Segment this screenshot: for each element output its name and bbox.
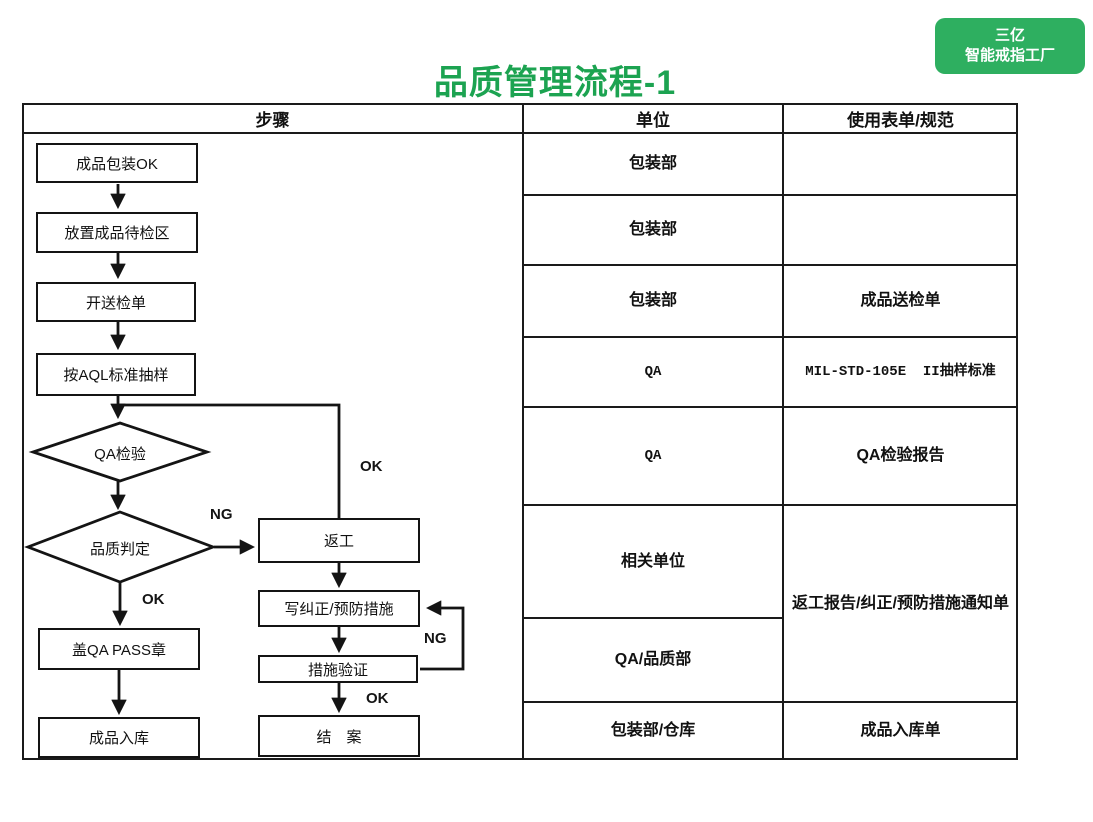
edge-label-ok-to-close: OK [366, 690, 389, 707]
column-header-forms: 使用表单/规范 [847, 110, 954, 130]
unit-cell-row3: 包装部 [628, 292, 677, 309]
gridline-col1 [522, 103, 524, 760]
column-header-steps: 步骤 [255, 110, 290, 130]
edge-label-ng-loop: NG [424, 630, 447, 647]
flow-box-aql-sampling: 按AQL标准抽样 [36, 353, 196, 396]
flow-diamond-quality-judgement-label: 品质判定 [89, 541, 150, 558]
flow-box-close-case: 结 案 [258, 715, 420, 757]
unit-cell-row1: 包装部 [628, 155, 677, 172]
form-cell-row4: MIL-STD-105E II抽样标准 [805, 363, 996, 380]
gridline-row1 [523, 194, 1018, 196]
flow-diamond-qa-inspection-label: QA检验 [94, 446, 146, 463]
flow-box-verify-actions: 措施验证 [258, 655, 418, 683]
flow-box-stamp-qa-pass: 盖QA PASS章 [38, 628, 200, 670]
unit-cell-row8: 包装部/仓库 [610, 722, 696, 739]
page-title: 品质管理流程-1 [433, 64, 677, 102]
unit-cell-row7: QA/品质部 [614, 651, 692, 668]
form-cell-row3: 成品送检单 [860, 292, 941, 309]
unit-cell-row4: QA [644, 363, 662, 380]
process-table-frame [22, 103, 1018, 760]
gridline-row4 [523, 406, 1018, 408]
gridline-row7 [523, 701, 1018, 703]
edge-label-ok-branch: OK [360, 458, 383, 475]
edge-label-ng-to-rework: NG [210, 506, 233, 523]
unit-cell-row6: 相关单位 [620, 552, 685, 570]
form-cell-row5: QA检验报告 [856, 447, 945, 464]
flow-box-finished-goods-storage: 成品入库 [38, 717, 200, 758]
flow-box-issue-inspection-note: 开送检单 [36, 282, 196, 322]
unit-cell-row5: QA [644, 447, 662, 464]
gridline-row6-unit-only [523, 617, 783, 619]
flow-box-finished-packing-ok: 成品包装OK [36, 143, 198, 183]
gridline-col2 [782, 103, 784, 760]
company-badge-line1: 三亿 [994, 26, 1025, 44]
company-badge: 三亿 智能戒指工厂 [935, 18, 1085, 74]
unit-cell-row2: 包装部 [628, 221, 677, 238]
gridline-row3 [523, 336, 1018, 338]
form-cell-merged-rows6-7: 返工报告/纠正/预防措施通知单 [792, 594, 1009, 612]
flow-box-place-in-waiting-area: 放置成品待检区 [36, 212, 198, 253]
gridline-header [22, 132, 1018, 134]
form-cell-row8: 成品入库单 [860, 722, 941, 739]
gridline-row2 [523, 264, 1018, 266]
company-badge-line2: 智能戒指工厂 [964, 47, 1055, 64]
flow-box-corrective-preventive: 写纠正/预防措施 [258, 590, 420, 627]
gridline-row5 [523, 504, 1018, 506]
column-header-unit: 单位 [636, 110, 670, 130]
flow-box-rework: 返工 [258, 518, 420, 563]
edge-label-ok-to-pass: OK [142, 591, 165, 608]
